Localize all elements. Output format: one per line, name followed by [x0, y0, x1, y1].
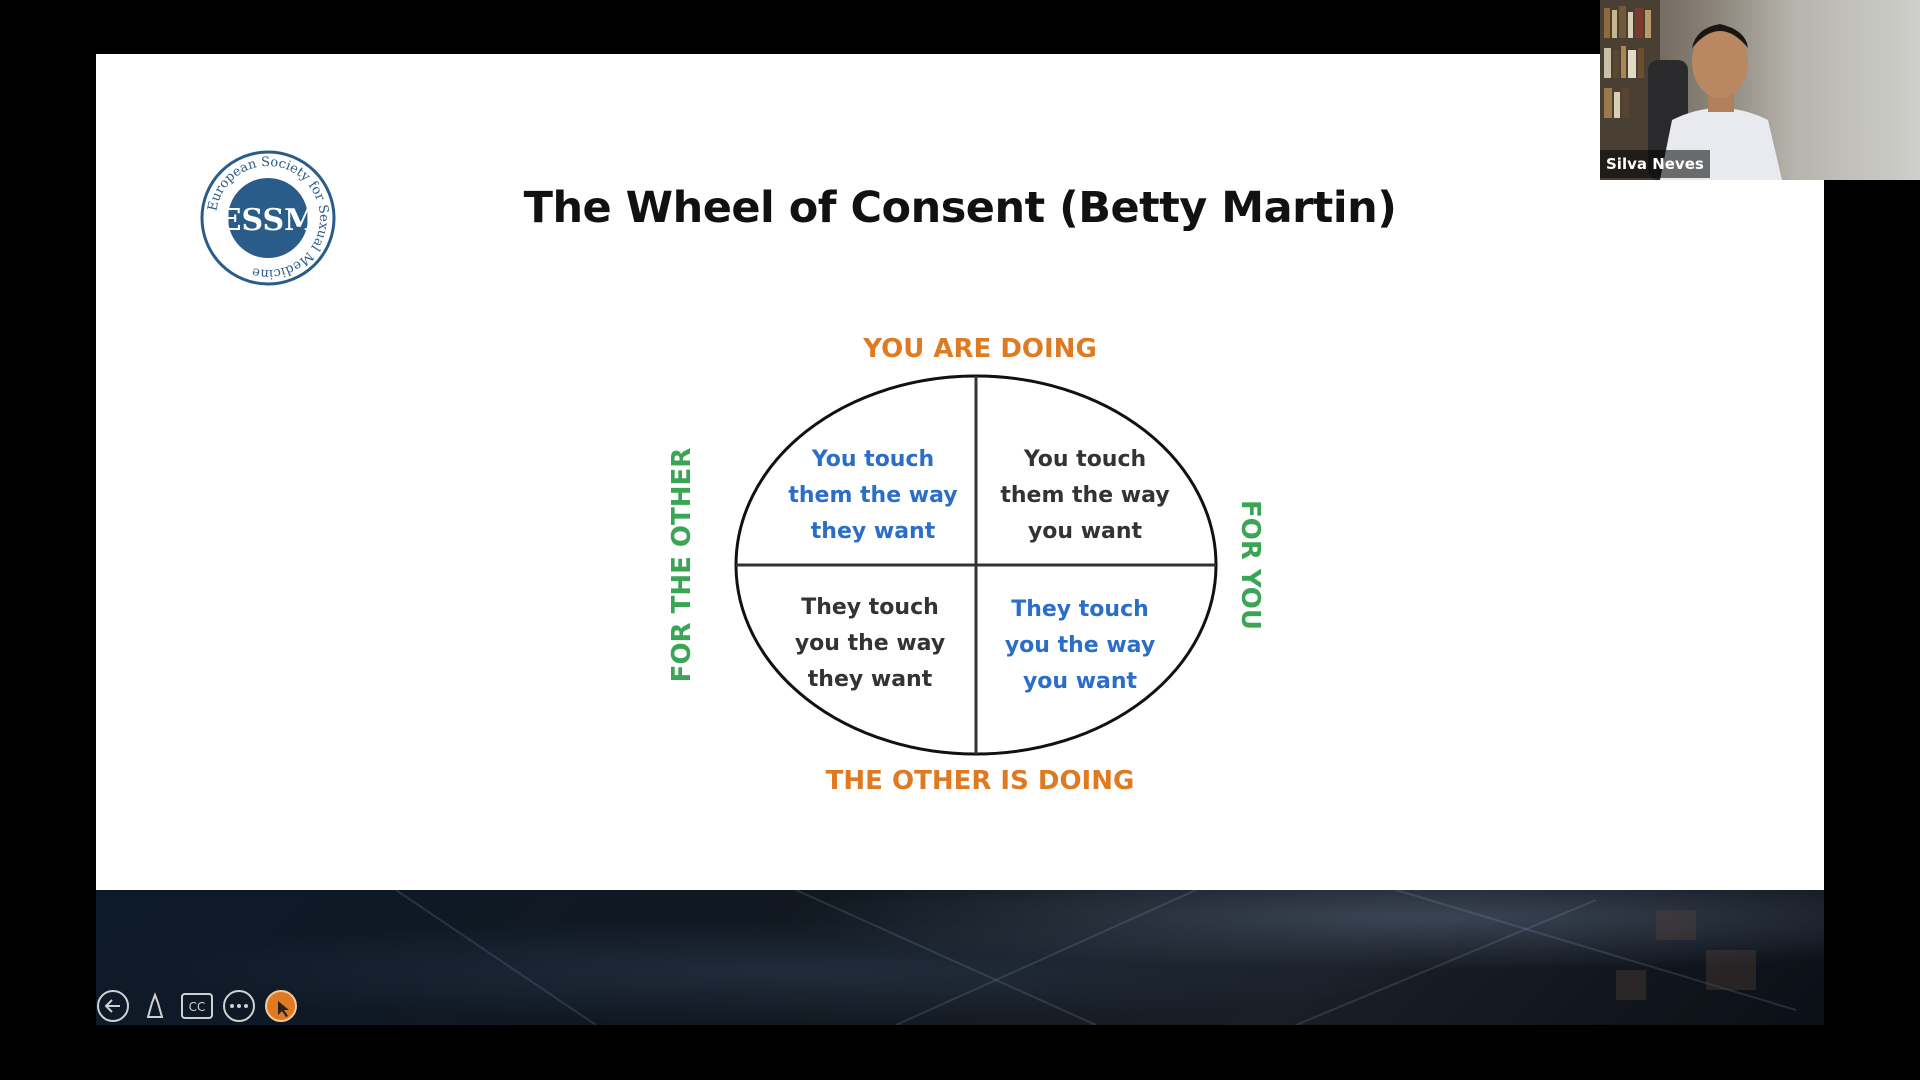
record-button[interactable]: [264, 989, 298, 1023]
svg-text:CC: CC: [189, 1000, 206, 1014]
more-button[interactable]: [222, 989, 256, 1023]
quadrant-top-right: You touch them the way you want: [1000, 447, 1170, 544]
svg-text:ESSM: ESSM: [219, 203, 318, 238]
pen-icon: [146, 992, 164, 1018]
slide-title: The Wheel of Consent (Betty Martin): [523, 183, 1397, 233]
back-button[interactable]: [96, 989, 130, 1023]
background-band: [96, 890, 1824, 1025]
pen-button[interactable]: [138, 989, 172, 1023]
more-icon: [223, 990, 255, 1022]
quadrant-bottom-left: They touch you the way they want: [794, 595, 946, 692]
presentation-controls: CC: [96, 988, 298, 1024]
back-arrow-icon: [97, 990, 129, 1022]
record-icon: [265, 990, 297, 1022]
participant-video[interactable]: Silva Neves: [1600, 0, 1920, 180]
cc-icon: CC: [181, 993, 213, 1019]
quadrant-bottom-right: They touch you the way you want: [1004, 597, 1156, 694]
wheel-of-consent: YOU ARE DOING THE OTHER IS DOING FOR THE…: [660, 330, 1300, 800]
label-for-the-other: FOR THE OTHER: [667, 447, 697, 683]
essm-logo: European Society for Sexual Medicine ESS…: [200, 150, 336, 286]
label-for-you: FOR YOU: [1235, 499, 1265, 631]
captions-button[interactable]: CC: [180, 989, 214, 1023]
label-you-are-doing: YOU ARE DOING: [863, 334, 1097, 364]
wheel-shape: [734, 374, 1218, 756]
label-other-is-doing: THE OTHER IS DOING: [825, 766, 1135, 796]
participant-name: Silva Neves: [1600, 150, 1710, 178]
quadrant-top-left: You touch them the way they want: [788, 447, 958, 544]
